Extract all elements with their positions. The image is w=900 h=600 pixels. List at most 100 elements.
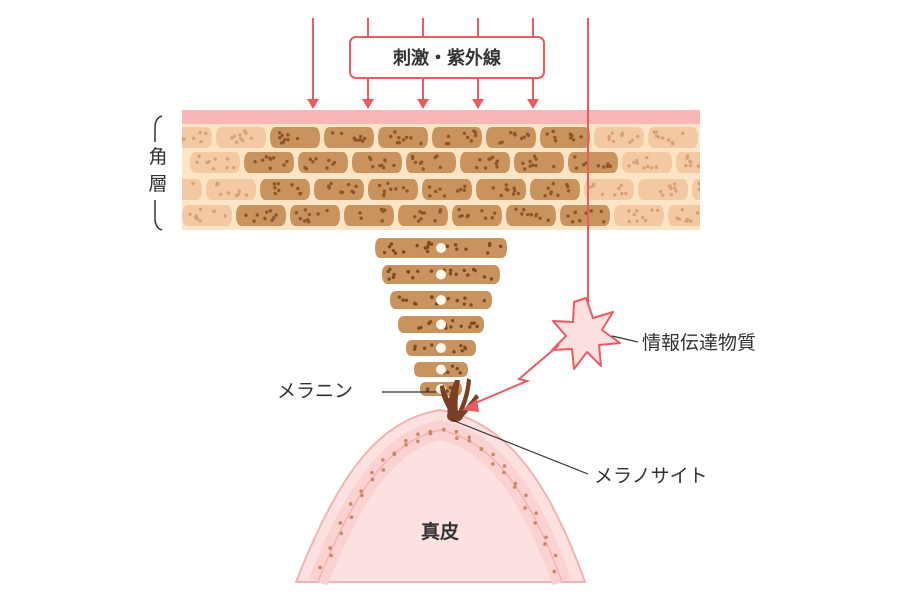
- pigment-dot: [666, 138, 671, 142]
- pigment-dot: [446, 296, 450, 301]
- pigment-dot: [534, 214, 538, 218]
- cell-body: [452, 205, 502, 226]
- corneum-cell: [314, 179, 364, 200]
- keratinocyte: [414, 362, 468, 377]
- corneum-cell: [324, 127, 374, 148]
- pigment-dot: [192, 136, 196, 141]
- corneum-cell: [378, 127, 428, 148]
- basal-dot: [512, 485, 517, 489]
- pigment-dot: [327, 158, 331, 163]
- corneum-cell: [506, 205, 556, 226]
- pigment-dot: [469, 139, 473, 143]
- pigment-dot: [620, 191, 624, 196]
- pigment-dot: [611, 139, 616, 144]
- pigment-dot: [619, 183, 623, 187]
- pigment-dot: [286, 137, 290, 142]
- pigment-dot: [273, 186, 277, 190]
- pigment-dot: [726, 193, 729, 196]
- pigment-dot: [538, 216, 542, 220]
- basal-dot: [381, 458, 385, 462]
- pigment-dot: [610, 131, 614, 135]
- pigment-dot: [428, 194, 432, 198]
- pigment-dot: [296, 186, 300, 191]
- keratinocyte: [390, 291, 492, 309]
- pigment-dot: [478, 158, 482, 162]
- pigment-dot: [401, 186, 406, 190]
- corneum-bracket: [154, 115, 163, 231]
- pigment-dot: [278, 136, 282, 140]
- basal-dot: [339, 531, 344, 536]
- label-signal-substance: 情報伝達物質: [642, 332, 756, 354]
- pigment-dot: [446, 141, 451, 146]
- pigment-dot: [677, 217, 681, 221]
- pigment-dot: [528, 159, 532, 164]
- pigment-dot: [607, 137, 611, 142]
- pigment-dot: [198, 130, 202, 135]
- pigment-dot: [473, 133, 478, 138]
- pigment-dot: [195, 160, 199, 165]
- pigment-dot: [358, 138, 362, 142]
- pigment-dot: [627, 219, 631, 224]
- pigment-dot: [482, 299, 487, 303]
- arrow-heads: [307, 99, 539, 109]
- pigment-dot: [307, 212, 312, 217]
- pigment-dot: [260, 158, 265, 162]
- basal-dot: [349, 515, 354, 519]
- cell-body: [622, 152, 672, 173]
- pigment-dot: [543, 194, 547, 198]
- cell-body: [378, 127, 428, 148]
- pigment-dot: [406, 269, 410, 274]
- pigment-dot: [429, 269, 434, 273]
- cell-body: [460, 152, 510, 173]
- pigment-dot: [570, 220, 575, 224]
- pigment-dot: [175, 135, 178, 138]
- pigment-dot: [551, 181, 556, 186]
- basal-dot: [428, 431, 433, 436]
- pigment-dot: [225, 165, 229, 170]
- pigment-dot: [433, 155, 437, 160]
- pigment-dot: [566, 214, 570, 218]
- cell-body: [614, 205, 664, 226]
- pigment-dot: [279, 141, 284, 145]
- pigment-dot: [204, 131, 208, 136]
- pigment-dot: [191, 181, 195, 186]
- pigment-dot: [452, 350, 456, 354]
- pigment-dot: [411, 275, 415, 280]
- basal-dot: [523, 506, 527, 510]
- pigment-dot: [213, 157, 217, 161]
- pigment-dot: [660, 136, 665, 140]
- uv-arrows: [312, 18, 589, 302]
- pigment-dot: [325, 166, 329, 170]
- pigment-dot: [353, 138, 357, 142]
- pigment-dot: [419, 216, 423, 221]
- corneum-cell: [692, 179, 729, 200]
- pigment-dot: [549, 190, 554, 194]
- pigment-dot: [225, 157, 230, 161]
- pigment-dot: [238, 133, 242, 137]
- pigment-dot: [378, 163, 382, 168]
- pigment-dot: [237, 189, 242, 193]
- pigment-dot: [391, 248, 396, 253]
- pigment-dot: [382, 192, 386, 196]
- pigment-dot: [455, 189, 460, 193]
- pigment-dot: [397, 136, 401, 140]
- pigment-dot: [226, 191, 231, 195]
- pigment-dot: [445, 389, 449, 393]
- pigment-dot: [409, 136, 413, 140]
- basal-dot: [502, 464, 507, 468]
- pigment-dot: [545, 132, 549, 136]
- pigment-dot: [520, 212, 524, 216]
- nucleus: [436, 343, 446, 353]
- pigment-dot: [244, 193, 249, 197]
- pigment-dot: [591, 184, 595, 188]
- pigment-dot: [177, 194, 180, 197]
- pigment-dot: [252, 219, 256, 223]
- pigment-dot: [382, 189, 387, 194]
- stimulus-label-box: [349, 36, 545, 79]
- pigment-dot: [462, 302, 467, 306]
- pigment-dot: [430, 295, 434, 300]
- pigment-dot: [401, 250, 406, 254]
- pigment-dot: [485, 251, 490, 255]
- cell-body: [314, 179, 364, 200]
